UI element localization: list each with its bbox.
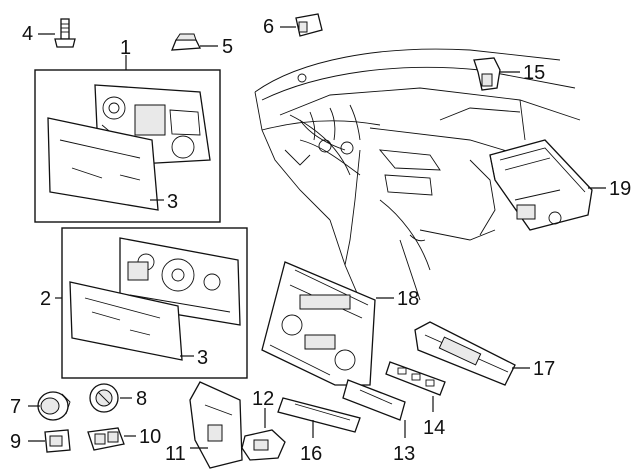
connector-12 xyxy=(241,429,286,461)
callout-11: 11 xyxy=(165,443,186,465)
dashboard-outline xyxy=(254,48,581,301)
control-panel-18 xyxy=(261,261,376,386)
switch-bar-16 xyxy=(277,397,361,433)
callout-14: 14 xyxy=(423,417,445,439)
switch-bank-13 xyxy=(342,379,406,421)
callout-2: 2 xyxy=(40,288,51,310)
callout-9: 9 xyxy=(10,431,21,453)
callout-5: 5 xyxy=(222,36,233,58)
switch-bank-14 xyxy=(385,361,446,396)
cluster-lens-2 xyxy=(69,281,183,361)
callout-1: 1 xyxy=(120,37,131,59)
callout-17: 17 xyxy=(533,358,555,380)
callout-10: 10 xyxy=(139,426,161,448)
clip-part xyxy=(171,33,202,51)
callout-7: 7 xyxy=(10,396,21,418)
airbag-module xyxy=(489,139,593,231)
bezel-11 xyxy=(189,381,243,469)
callout-19: 19 xyxy=(609,178,631,200)
switch-9 xyxy=(44,429,71,453)
callout-4: 4 xyxy=(22,23,33,45)
bolt-part xyxy=(54,18,76,48)
callout-6: 6 xyxy=(263,16,274,38)
callout-8: 8 xyxy=(136,388,147,410)
callout-12: 12 xyxy=(252,388,274,410)
knob-7 xyxy=(37,391,71,421)
callout-13: 13 xyxy=(393,443,415,465)
switch-10 xyxy=(87,427,125,451)
knob-8 xyxy=(89,383,119,413)
cluster-1-box xyxy=(34,69,221,223)
callout-15: 15 xyxy=(523,62,545,84)
callout-16: 16 xyxy=(300,443,322,465)
cluster-lens-1 xyxy=(47,117,159,211)
sensor-part xyxy=(295,13,323,37)
callout-3a: 3 xyxy=(167,191,178,213)
switch-part-15 xyxy=(473,57,501,91)
display-unit-17 xyxy=(414,321,516,386)
cluster-2-box xyxy=(61,227,248,379)
callout-18: 18 xyxy=(397,288,419,310)
callout-3b: 3 xyxy=(197,347,208,369)
